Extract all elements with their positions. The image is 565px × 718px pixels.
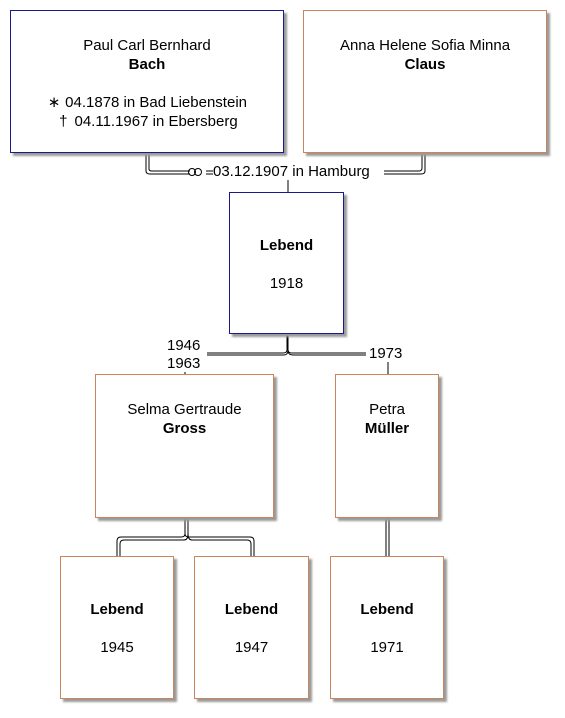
child-year: 1918 (269, 275, 304, 292)
person-box-spouse1[interactable]: Selma Gertraude Gross (95, 374, 274, 518)
spouse1-given-name: Selma Gertraude (127, 401, 242, 418)
person-box-grandchild-2[interactable]: Lebend 1947 (194, 556, 309, 699)
grandchild-1-name: Lebend (90, 601, 144, 618)
person-box-grandchild-1[interactable]: Lebend 1945 (60, 556, 174, 699)
mother-given-name: Anna Helene Sofia Minna (339, 37, 511, 54)
child-name: Lebend (259, 237, 314, 254)
person-box-mother[interactable]: Anna Helene Sofia Minna Claus (303, 10, 547, 153)
mother-surname: Claus (404, 56, 446, 73)
spouse1-marriage-start: 1946 (167, 337, 201, 354)
father-birth: ∗ 04.1878 in Bad Liebenstein (11, 93, 283, 112)
person-box-spouse2[interactable]: Petra Müller (335, 374, 439, 518)
birth-icon: ∗ (47, 94, 61, 111)
grandchild-3-year: 1971 (370, 639, 404, 656)
marriage-rings-icon (188, 168, 204, 177)
spouse2-given-name: Petra (369, 401, 405, 418)
parents-marriage-label: 03.12.1907 in Hamburg (213, 163, 370, 180)
grandchild-1-year: 1945 (100, 639, 134, 656)
spouse2-marriage-year: 1973 (369, 345, 403, 362)
spouse1-surname: Gross (162, 420, 207, 437)
father-death-text: 04.11.1967 in Ebersberg (74, 113, 238, 130)
father-surname: Bach (128, 56, 166, 73)
spouse1-marriage-end: 1963 (167, 355, 201, 372)
father-birth-text: 04.1878 in Bad Liebenstein (65, 94, 247, 111)
death-icon: † (59, 113, 68, 130)
father-given-name: Paul Carl Bernhard (83, 37, 211, 54)
grandchild-2-name: Lebend (224, 601, 279, 618)
father-death: † 04.11.1967 in Ebersberg (11, 112, 283, 131)
grandchild-2-year: 1947 (234, 639, 269, 656)
grandchild-3-name: Lebend (360, 601, 414, 618)
person-box-father[interactable]: Paul Carl Bernhard Bach ∗ 04.1878 in Bad… (10, 10, 284, 153)
person-box-grandchild-3[interactable]: Lebend 1971 (330, 556, 444, 699)
person-box-child[interactable]: Lebend 1918 (229, 192, 344, 334)
spouse2-surname: Müller (364, 420, 410, 437)
